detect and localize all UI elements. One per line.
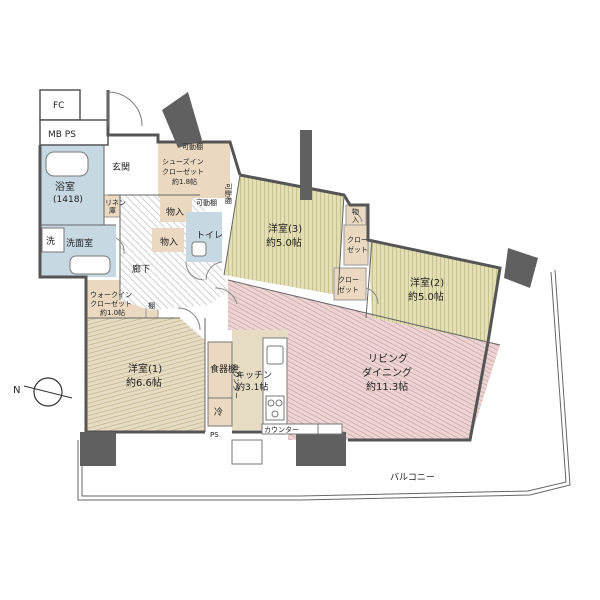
burner-icon [267, 399, 275, 407]
bedroom-3-door[interactable] [205, 261, 223, 281]
fridge-label: 冷 [214, 406, 223, 418]
linen-label-1: リネン [105, 199, 126, 207]
compass-north-label: N [13, 385, 20, 396]
north-compass: N [13, 377, 73, 407]
storage-1-label: 物入 [166, 206, 184, 218]
column [300, 130, 312, 200]
counter-vertical-label: カウンター [232, 364, 241, 399]
entrance-floor [108, 135, 158, 195]
burner-icon [275, 399, 283, 407]
movable-shelf-label-1: 可動棚 [182, 142, 203, 151]
counter-right [317, 423, 343, 435]
small-storage-label-2: 入 [352, 216, 359, 224]
kitchen-label-1: キッチン [236, 370, 272, 381]
closet-2-label-2: ゼット [338, 285, 359, 294]
living-label-1: リビング [368, 352, 408, 365]
bedroom-1-floor [86, 318, 205, 432]
washer-space [41, 227, 65, 253]
bathtub [45, 151, 89, 177]
mb-ps-label: MB PS [48, 130, 76, 140]
hallway-label: 廊下 [132, 263, 150, 275]
walk-in-label-2: クローゼット [90, 299, 132, 308]
toilet-label: トイレ [196, 231, 223, 241]
closet-door[interactable] [351, 211, 363, 223]
structural-columns [80, 92, 538, 466]
closet-3-label-1: クロー [347, 236, 368, 244]
fc-box [39, 89, 81, 121]
entrance-label: 玄関 [112, 161, 130, 173]
movable-shelf-label-2: 可動棚 [224, 183, 233, 204]
bedroom-3-floor [224, 175, 344, 295]
bedroom-2-floor [368, 240, 500, 342]
bedroom-1-label-1: 洋室(1) [128, 362, 162, 375]
linen-label-2: 庫 [109, 206, 116, 215]
balcony-label: バルコニー [390, 472, 435, 483]
bedroom-3-label-2: 約5.0帖 [266, 236, 302, 249]
bedroom-1-label-2: 約6.6帖 [126, 376, 162, 389]
column [504, 248, 538, 288]
kitchen-sink [266, 345, 284, 365]
ps-label: PS [210, 431, 219, 439]
shelf-label: 棚 [148, 301, 155, 310]
washbasin [69, 255, 111, 275]
burner-icon [271, 410, 279, 418]
column [162, 92, 202, 148]
shoes-in-closet [158, 142, 230, 198]
bedroom-2-label-1: 洋室(2) [410, 276, 444, 289]
walls [38, 90, 502, 442]
stove-top [265, 395, 285, 421]
fc-label: FC [53, 101, 64, 111]
washer-label: 洗 [46, 235, 55, 247]
ldk-door[interactable] [214, 287, 238, 305]
walk-in-label-3: 約1.0帖 [100, 308, 125, 317]
column [296, 432, 346, 466]
compass-needle-icon [23, 385, 73, 399]
washroom-label: 洗面室 [66, 237, 93, 249]
balcony [77, 269, 571, 501]
closet-3-label-2: ゼット [347, 245, 368, 254]
closet-2-label-1: クロー [338, 276, 359, 284]
refrigerator-space [207, 397, 233, 427]
compass-circle [33, 377, 63, 407]
shoes-closet-label-1: シューズイン [162, 157, 204, 166]
shoes-closet-label-3: 約1.8帖 [172, 177, 197, 186]
walk-in-label-1: ウォークイン [90, 291, 132, 299]
shoes-closet-label-2: クローゼット [162, 167, 204, 176]
living-label-2: ダイニング [362, 366, 412, 379]
column [80, 432, 116, 466]
bath-label-1: 浴室 [55, 180, 75, 193]
washroom-door[interactable] [115, 237, 125, 255]
kitchen-label-2: 約3.1帖 [236, 381, 268, 393]
toilet-door[interactable] [185, 261, 205, 281]
toilet-fixture [191, 241, 207, 257]
dish-cupboard-label: 食器棚 [210, 363, 237, 375]
bedroom-2-door[interactable] [365, 287, 379, 305]
counter-horizontal-label: カウンター [264, 425, 299, 434]
movable-shelf-label-3: 可動棚 [196, 198, 217, 207]
front-door-step [231, 439, 263, 465]
bedroom-3-label-1: 洋室(3) [268, 222, 302, 235]
bedroom-1-door[interactable] [177, 307, 201, 331]
bedroom-2-label-2: 約5.0帖 [408, 290, 444, 303]
small-storage-label-1: 物 [352, 207, 359, 216]
living-dining-floor [228, 280, 500, 440]
bath-label-2: (1418) [53, 195, 83, 205]
storage-2-label: 物入 [160, 236, 178, 248]
storage-2 [152, 228, 184, 252]
entrance-door[interactable] [107, 91, 143, 127]
closet-3 [343, 224, 369, 266]
living-label-3: 約11.3帖 [366, 380, 408, 393]
